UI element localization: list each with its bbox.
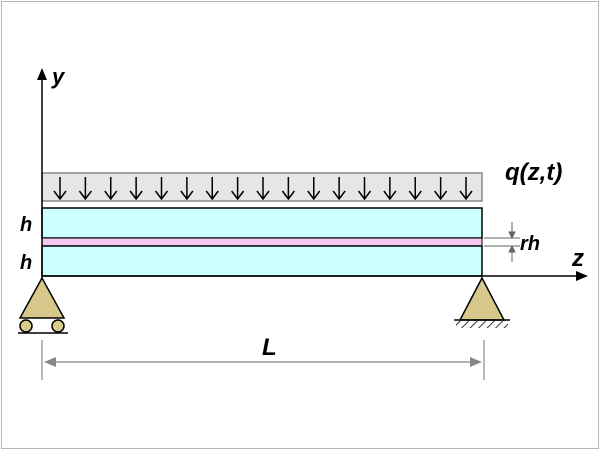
- y-axis-arrowhead: [37, 68, 47, 80]
- span-dimension: [41, 340, 485, 380]
- interlayer-dimension: [484, 222, 520, 262]
- interlayer-thickness-label: rh: [520, 233, 540, 255]
- y-axis-label: y: [51, 64, 66, 89]
- right-pin-support: [454, 276, 510, 328]
- bottom-layer-thickness-label: h: [20, 252, 32, 274]
- load-arrow-head: [78, 190, 92, 201]
- load-arrow-head: [104, 190, 118, 201]
- load-arrow-head: [408, 190, 422, 201]
- beam-bottom-layer: [41, 245, 483, 277]
- load-arrow-head: [357, 190, 372, 201]
- load-arrow-head: [53, 190, 67, 201]
- load-arrow-head: [459, 190, 473, 201]
- left-roller-support: [18, 276, 68, 334]
- load-arrow-head: [180, 190, 194, 201]
- z-axis-label: z: [571, 245, 584, 272]
- load-label: q(z,t): [505, 159, 562, 186]
- load-arrow-head: [231, 190, 245, 201]
- interlayer: [41, 237, 483, 247]
- load-arrow-head: [434, 190, 448, 201]
- z-axis-arrowhead: [576, 271, 588, 281]
- span-label: L: [262, 334, 277, 361]
- load-arrow-head: [332, 190, 346, 201]
- top-layer-thickness-label: h: [20, 214, 32, 236]
- load-arrows: [53, 177, 473, 201]
- load-arrow-head: [307, 190, 321, 201]
- beam-top-layer: [41, 207, 483, 239]
- load-arrow-head: [154, 190, 169, 201]
- load-arrow-head: [281, 190, 295, 201]
- load-arrow-head: [256, 190, 270, 201]
- load-arrow-head: [205, 190, 219, 201]
- load-arrow-head: [129, 190, 143, 201]
- load-arrow-head: [383, 190, 397, 201]
